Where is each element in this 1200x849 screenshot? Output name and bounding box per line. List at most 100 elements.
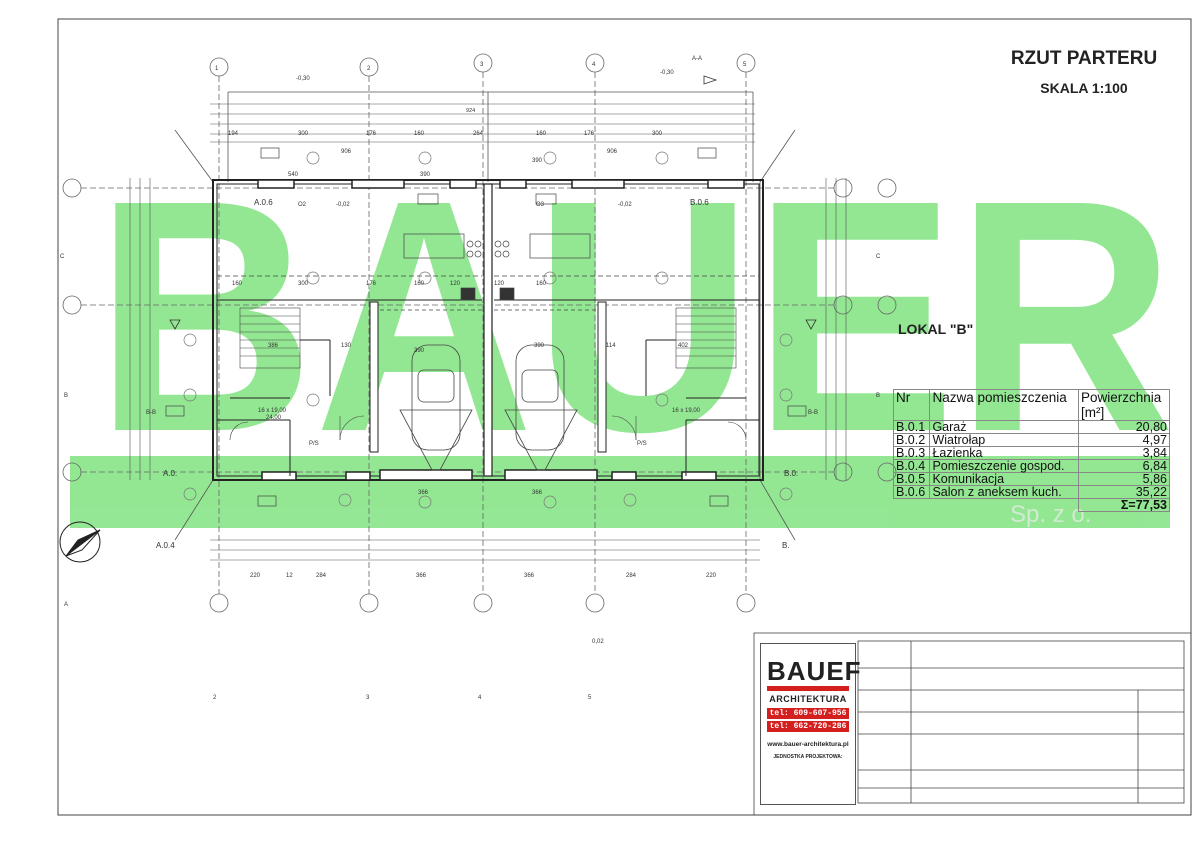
title-block bbox=[753, 632, 1192, 816]
svg-text:-0,30: -0,30 bbox=[660, 70, 674, 76]
room-nr: B.0.1 bbox=[892, 420, 931, 434]
svg-text:C: C bbox=[876, 254, 881, 260]
table-row: B.0.3 Łazienka 3,84 bbox=[892, 446, 1170, 460]
svg-text:130: 130 bbox=[341, 343, 352, 349]
svg-text:366: 366 bbox=[532, 490, 543, 496]
svg-text:284: 284 bbox=[316, 573, 327, 579]
svg-text:390: 390 bbox=[532, 158, 543, 164]
svg-text:906: 906 bbox=[607, 149, 618, 155]
svg-text:P/S: P/S bbox=[309, 441, 319, 447]
svg-text:B.0.: B.0. bbox=[784, 469, 798, 478]
logo-subtitle: ARCHITEKTURA bbox=[769, 694, 847, 704]
room-area: 35,22 bbox=[1078, 485, 1170, 499]
svg-text:C: C bbox=[60, 254, 65, 260]
svg-text:5: 5 bbox=[743, 62, 747, 68]
outer-walls bbox=[212, 179, 764, 481]
interior-walls bbox=[217, 299, 759, 476]
svg-text:366: 366 bbox=[418, 490, 429, 496]
svg-text:0,02: 0,02 bbox=[592, 639, 604, 645]
svg-text:A-A: A-A bbox=[692, 56, 702, 62]
svg-text:366: 366 bbox=[416, 573, 427, 579]
svg-text:16 x 19,00: 16 x 19,00 bbox=[672, 408, 701, 414]
svg-text:160: 160 bbox=[414, 131, 425, 137]
room-name: Łazienka bbox=[929, 446, 1080, 460]
svg-text:160: 160 bbox=[232, 281, 243, 287]
room-name: Pomieszczenie gospod. bbox=[929, 459, 1080, 473]
company-logo-block: BAUEF ARCHITEKTURA tel: 609-607-956 tel:… bbox=[760, 643, 861, 805]
doors bbox=[229, 415, 747, 441]
kitchen-fixtures bbox=[165, 147, 807, 507]
svg-text:160: 160 bbox=[536, 281, 547, 287]
design-unit-label: JEDNOSTKA PROJEKTOWA: bbox=[773, 754, 843, 760]
table-row: B.0.5 Komunikacja 5,86 bbox=[892, 472, 1170, 486]
svg-text:120: 120 bbox=[494, 281, 505, 287]
staircases bbox=[239, 307, 737, 369]
svg-text:B.: B. bbox=[782, 541, 790, 550]
dimension-lines bbox=[129, 103, 847, 561]
svg-text:220: 220 bbox=[706, 573, 717, 579]
phone-number-2: tel: 662-720-286 bbox=[767, 721, 849, 732]
svg-text:-0,02: -0,02 bbox=[336, 202, 350, 208]
svg-text:B: B bbox=[64, 393, 68, 399]
svg-text:A.0.6: A.0.6 bbox=[254, 198, 273, 207]
header-name: Nazwa pomieszczenia bbox=[929, 389, 1080, 421]
section-marks bbox=[169, 75, 817, 330]
svg-text:160: 160 bbox=[414, 281, 425, 287]
north-arrow bbox=[59, 521, 101, 563]
total-spacer bbox=[894, 499, 930, 512]
phone-number-1: tel: 609-607-956 bbox=[767, 708, 849, 719]
svg-text:4: 4 bbox=[478, 695, 482, 701]
svg-text:3: 3 bbox=[366, 695, 370, 701]
header-nr: Nr bbox=[892, 389, 931, 421]
svg-text:-0,02: -0,02 bbox=[618, 202, 632, 208]
table-row: B.0.4 Pomieszczenie gospod. 6,84 bbox=[892, 459, 1170, 473]
svg-text:B-B: B-B bbox=[146, 410, 156, 416]
room-area: 4,97 bbox=[1078, 433, 1170, 447]
svg-text:12: 12 bbox=[286, 573, 293, 579]
room-area: 6,84 bbox=[1078, 459, 1170, 473]
svg-text:1: 1 bbox=[215, 66, 219, 72]
svg-text:300: 300 bbox=[298, 131, 309, 137]
room-nr: B.0.2 bbox=[892, 433, 931, 447]
logo-red-bar bbox=[767, 686, 849, 691]
level-markers bbox=[183, 151, 793, 509]
svg-text:24,00: 24,00 bbox=[266, 415, 282, 421]
svg-text:160: 160 bbox=[536, 131, 547, 137]
table-row: B.0.6 Salon z aneksem kuch. 35,22 bbox=[892, 485, 1170, 499]
svg-text:176: 176 bbox=[584, 131, 595, 137]
svg-text:B: B bbox=[876, 393, 880, 399]
svg-text:390: 390 bbox=[414, 348, 425, 354]
drawing-scale: SKALA 1:100 bbox=[1040, 80, 1128, 96]
svg-text:P/S: P/S bbox=[637, 441, 647, 447]
svg-text:5: 5 bbox=[588, 695, 592, 701]
svg-text:16 x 19,00: 16 x 19,00 bbox=[258, 408, 287, 414]
svg-text:366: 366 bbox=[524, 573, 535, 579]
svg-text:264: 264 bbox=[473, 131, 484, 137]
svg-text:A: A bbox=[64, 602, 68, 608]
company-website: www.bauer-architektura.pl bbox=[767, 741, 849, 748]
total-area: Σ=77,53 bbox=[1078, 498, 1170, 512]
svg-text:120: 120 bbox=[450, 281, 461, 287]
svg-text:220: 220 bbox=[250, 573, 261, 579]
svg-text:A.0.4: A.0.4 bbox=[156, 541, 175, 550]
header-area-unit: [m²] bbox=[1081, 405, 1105, 420]
svg-text:924: 924 bbox=[466, 108, 475, 114]
svg-text:402: 402 bbox=[678, 343, 689, 349]
svg-text:284: 284 bbox=[626, 573, 637, 579]
table-row: B.0.1 Garaż 20,80 bbox=[892, 420, 1170, 434]
svg-text:300: 300 bbox=[652, 131, 663, 137]
room-area: 3,84 bbox=[1078, 446, 1170, 460]
svg-text:4: 4 bbox=[592, 62, 596, 68]
svg-text:O3: O3 bbox=[536, 202, 545, 208]
room-name: Komunikacja bbox=[929, 472, 1080, 486]
svg-text:300: 300 bbox=[298, 281, 309, 287]
svg-text:B.0.6: B.0.6 bbox=[690, 198, 709, 207]
header-area-label: Powierzchnia bbox=[1081, 390, 1162, 405]
svg-text:906: 906 bbox=[341, 149, 352, 155]
watermark-suffix: Sp. z o. bbox=[1010, 501, 1091, 528]
room-nr: B.0.6 bbox=[892, 485, 931, 499]
table-header-row: Nr Nazwa pomieszczenia Powierzchnia[m²] bbox=[892, 389, 1170, 421]
svg-text:A.0.: A.0. bbox=[163, 469, 177, 478]
sheet-border bbox=[57, 18, 1192, 816]
